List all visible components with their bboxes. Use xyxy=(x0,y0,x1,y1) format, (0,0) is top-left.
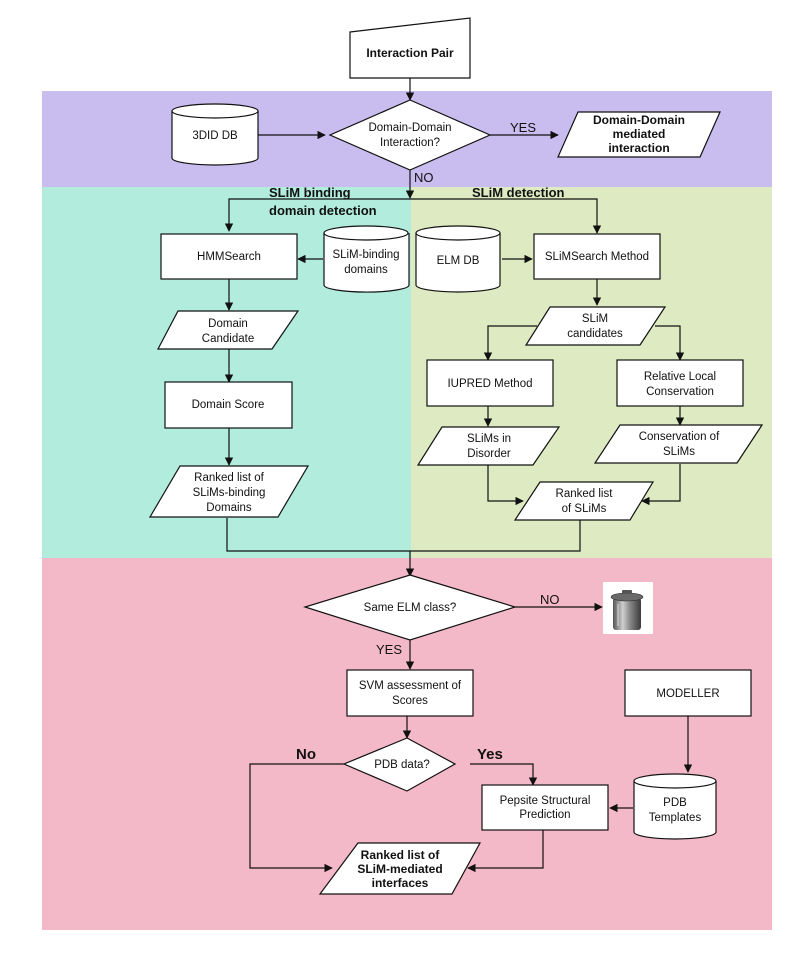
svg-text:MODELLER: MODELLER xyxy=(656,688,719,700)
svg-text:SVM assessment of: SVM assessment of xyxy=(359,680,462,692)
svg-text:Templates: Templates xyxy=(649,812,702,824)
svg-text:interaction: interaction xyxy=(608,141,669,155)
svg-text:SLiMs in: SLiMs in xyxy=(467,433,511,445)
svg-text:Domain Score: Domain Score xyxy=(192,399,265,411)
edge-pepsite-to-ranked xyxy=(467,830,544,873)
svg-text:SLiMs: SLiMs xyxy=(663,446,695,458)
svg-text:mediated: mediated xyxy=(613,127,666,141)
process-relative-local-conservation: Relative Local Conservation xyxy=(616,359,744,407)
trash-can-icon xyxy=(603,582,653,634)
svg-text:SLiMs-binding: SLiMs-binding xyxy=(193,487,266,499)
process-pepsite-structural-prediction: Pepsite Structural Prediction xyxy=(481,784,609,831)
svg-text:Pepsite Structural: Pepsite Structural xyxy=(500,795,591,807)
edge-candidates-to-rlc xyxy=(655,325,685,361)
svg-text:HMMSearch: HMMSearch xyxy=(197,251,261,263)
data-ranked-slims-binding-domains: Ranked list of SLiMs-binding Domains xyxy=(148,465,310,518)
data-slims-in-disorder: SLiMs in Disorder xyxy=(416,426,561,466)
edge-pdb-no xyxy=(249,763,344,873)
svg-text:candidates: candidates xyxy=(567,328,623,340)
process-svm-assessment: SVM assessment of Scores xyxy=(346,669,474,717)
process-domain-score: Domain Score xyxy=(164,381,293,429)
svg-text:PDB: PDB xyxy=(663,797,687,809)
db-slim-binding-domains: SLiM-binding domains xyxy=(323,225,410,293)
svg-text:Domains: Domains xyxy=(206,502,252,514)
svg-text:Ranked list of: Ranked list of xyxy=(361,848,441,862)
svg-text:SLiM-binding: SLiM-binding xyxy=(332,249,399,261)
label-elm-no: NO xyxy=(540,592,560,607)
svg-text:Candidate: Candidate xyxy=(202,333,254,345)
db-elm: ELM DB xyxy=(415,225,501,293)
svg-text:domains: domains xyxy=(344,264,388,276)
svg-text:Conservation of: Conservation of xyxy=(639,431,720,443)
node-interaction-pair: Interaction Pair xyxy=(349,17,471,79)
edge-ranked-slims-join xyxy=(410,520,581,552)
svg-text:Ranked list: Ranked list xyxy=(556,488,614,500)
edge-split-left xyxy=(224,198,410,232)
decision-same-elm-class: Same ELM class? xyxy=(302,574,518,641)
edge-conservation-to-ranked-slims xyxy=(641,464,681,506)
svg-text:Domain: Domain xyxy=(208,318,248,330)
process-modeller: MODELLER xyxy=(624,669,752,717)
label-elm-yes: YES xyxy=(376,642,402,657)
db-pdb-templates: PDB Templates xyxy=(633,773,717,840)
db-3did: 3DID DB xyxy=(171,103,259,166)
svg-text:Relative Local: Relative Local xyxy=(644,371,716,383)
data-domain-candidate: Domain Candidate xyxy=(157,310,300,350)
process-hmmsearch: HMMSearch xyxy=(160,233,298,280)
svg-text:IUPRED Method: IUPRED Method xyxy=(447,378,532,390)
label-dd-no: NO xyxy=(414,170,434,185)
svg-text:Domain-Domain: Domain-Domain xyxy=(368,122,451,134)
process-iupred-method: IUPRED Method xyxy=(426,359,554,407)
svg-text:SLiM-mediated: SLiM-mediated xyxy=(357,862,442,876)
section-title-slim-binding-2: domain detection xyxy=(269,203,377,218)
output-domain-domain-mediated: Domain-Domain mediated interaction xyxy=(557,111,721,158)
label-pdb-yes: Yes xyxy=(477,746,503,763)
edge-candidates-to-iupred xyxy=(483,325,537,361)
edges xyxy=(224,78,693,873)
data-ranked-slims: Ranked list of SLiMs xyxy=(513,481,655,521)
output-ranked-slim-mediated-interfaces: Ranked list of SLiM-mediated interfaces xyxy=(318,842,482,895)
edge-ranked-domains-join xyxy=(226,518,410,552)
svg-text:ELM DB: ELM DB xyxy=(437,255,480,267)
svg-text:Prediction: Prediction xyxy=(519,809,570,821)
svg-text:Interaction?: Interaction? xyxy=(380,137,440,149)
decision-domain-domain-interaction: Domain-Domain Interaction? xyxy=(328,99,492,171)
process-slimsearch-method: SLiMSearch Method xyxy=(533,233,661,280)
edge-pdb-yes xyxy=(470,763,538,786)
label-dd-yes: YES xyxy=(510,120,536,135)
svg-text:Domain-Domain: Domain-Domain xyxy=(593,113,685,127)
svg-text:interfaces: interfaces xyxy=(372,876,429,890)
edge-split-right xyxy=(410,198,602,234)
svg-text:PDB data?: PDB data? xyxy=(374,759,430,771)
data-slim-candidates: SLiM candidates xyxy=(524,306,667,346)
svg-text:of SLiMs: of SLiMs xyxy=(562,503,607,515)
svg-text:SLiM: SLiM xyxy=(582,313,608,325)
svg-text:Ranked list of: Ranked list of xyxy=(194,472,264,484)
svg-text:Interaction Pair: Interaction Pair xyxy=(366,46,454,60)
label-pdb-no: No xyxy=(296,746,316,763)
data-conservation-of-slims: Conservation of SLiMs xyxy=(593,424,764,464)
svg-text:Scores: Scores xyxy=(392,695,428,707)
section-title-slim-binding: SLiM binding xyxy=(269,185,351,200)
svg-text:SLiMSearch Method: SLiMSearch Method xyxy=(545,251,649,263)
edge-disorder-to-ranked-slims xyxy=(487,465,524,506)
svg-text:3DID DB: 3DID DB xyxy=(192,130,238,142)
section-title-slim-detection: SLiM detection xyxy=(472,185,565,200)
svg-text:Conservation: Conservation xyxy=(646,386,714,398)
svg-text:Same ELM class?: Same ELM class? xyxy=(364,602,457,614)
svg-text:Disorder: Disorder xyxy=(467,448,511,460)
decision-pdb-data: PDB data? xyxy=(342,737,457,792)
